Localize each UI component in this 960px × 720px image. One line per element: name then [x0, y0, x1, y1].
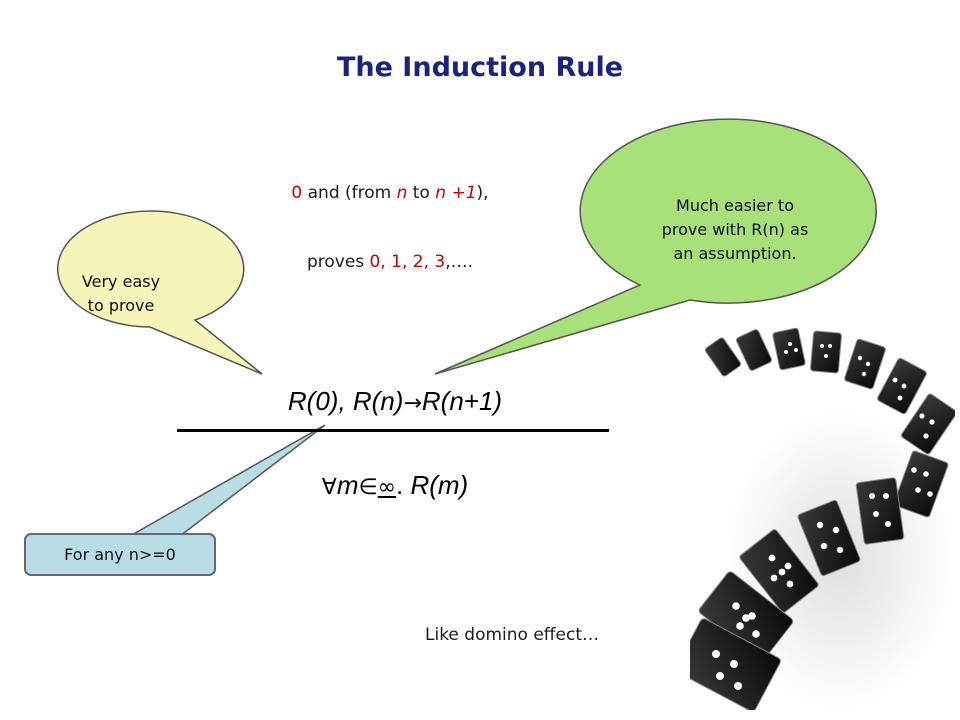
inference-bar: [177, 429, 609, 432]
ellipsis-text: ,….: [445, 252, 474, 272]
much-easier-bubble: [434, 118, 877, 375]
very-easy-line-2: to prove: [87, 296, 155, 315]
conclusion-rm: R(m): [410, 470, 469, 500]
zero-text: 0: [291, 183, 303, 203]
implies-arrow: →: [403, 391, 422, 416]
n-text: n: [396, 183, 408, 203]
rule-conclusion: ∀m∈∞. R(m): [180, 470, 610, 501]
element-of-symbol: ∈: [358, 475, 378, 500]
rule-premise: R(0), R(n)→R(n+1): [180, 386, 610, 417]
page-title: The Induction Rule: [336, 52, 624, 83]
sequence-text: 0, 1, 2, 3: [369, 252, 446, 272]
premise-rn: R(n): [352, 386, 404, 416]
n-plus-one-text: n +1: [435, 183, 477, 203]
conclusion-m: m: [336, 470, 359, 500]
very-easy-bubble: [56, 210, 263, 375]
much-easier-line-2: prove with R(n) as: [661, 220, 809, 239]
close-paren-text: ),: [476, 183, 489, 203]
much-easier-callout: Much easier to prove with R(n) as an ass…: [590, 194, 880, 266]
proves-text: proves: [306, 252, 370, 272]
forall-symbol: ∀: [321, 475, 337, 500]
very-easy-callout: Very easy to prove: [32, 270, 210, 318]
statement-line-1: 0 and (from n to n +1),: [180, 183, 600, 203]
infinity-symbol: ∞: [377, 475, 396, 500]
premise-rn1: R(n+1): [421, 386, 503, 416]
and-from-text: and (from: [302, 183, 397, 203]
domino-caption: Like domino effect…: [425, 625, 599, 645]
to-text: to: [407, 183, 436, 203]
for-any-callout: For any n>=0: [24, 533, 216, 576]
much-easier-line-1: Much easier to: [676, 196, 794, 215]
much-easier-line-3: an assumption.: [673, 244, 797, 263]
premise-r0: R(0),: [287, 386, 353, 416]
falling-dominoes-picture: [690, 327, 955, 710]
very-easy-line-1: Very easy: [81, 272, 161, 291]
statement-line-2: proves 0, 1, 2, 3,….: [180, 252, 600, 272]
conclusion-dot: .: [396, 470, 411, 500]
